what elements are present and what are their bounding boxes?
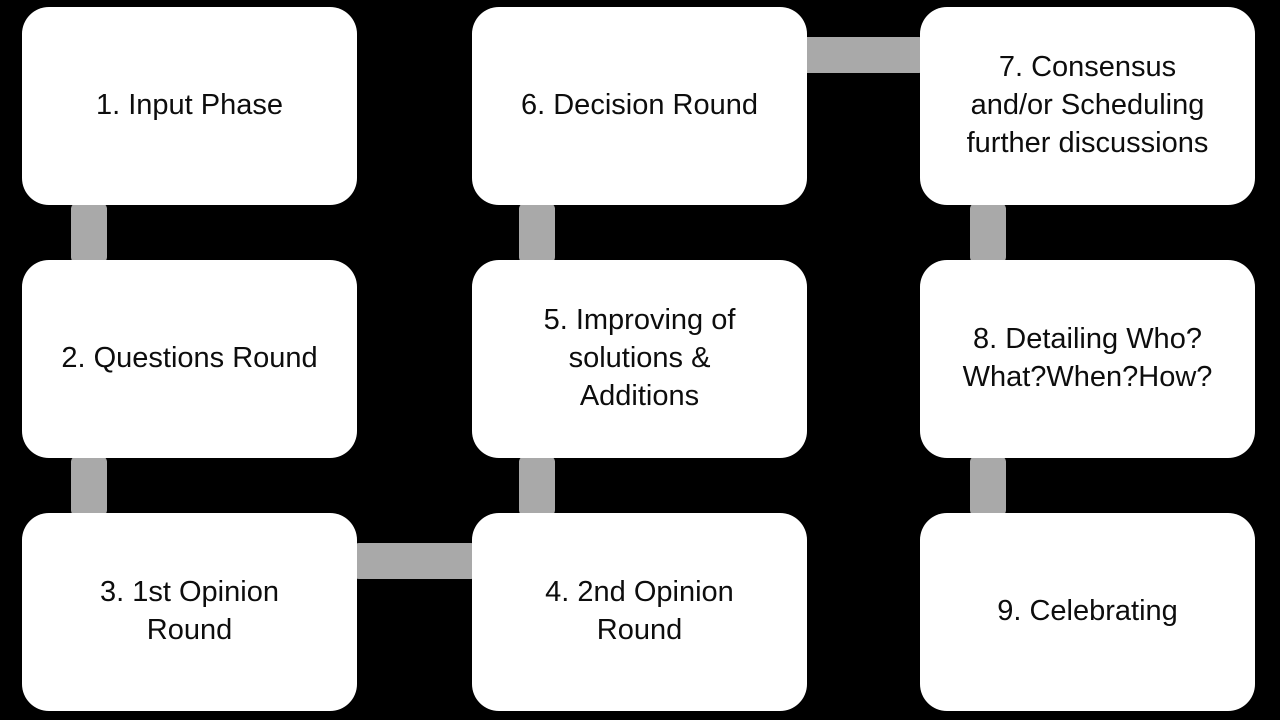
- process-step-9-celebrating: 9. Celebrating: [920, 513, 1255, 711]
- process-step-6-decision-round: 6. Decision Round: [472, 7, 807, 205]
- step-1-label: 1. Input Phase: [95, 89, 284, 122]
- step-3-label: 3. 1st Opinion Round: [100, 576, 279, 646]
- process-step-1-input-phase: 1. Input Phase: [22, 7, 357, 205]
- process-step-5-improving-solutions: 5. Improving of solutions & Additions: [472, 260, 807, 458]
- step-6-label: 6. Decision Round: [521, 89, 758, 122]
- step-9-label: 9. Celebrating: [997, 595, 1178, 628]
- process-step-7-consensus-scheduling: 7. Consensus and/or Scheduling further d…: [920, 7, 1255, 205]
- connector-5-6: [519, 203, 555, 263]
- connector-6-7: [801, 37, 925, 73]
- connector-7-8: [970, 203, 1006, 263]
- connector-2-3: [71, 456, 107, 516]
- connector-8-9: [970, 456, 1006, 516]
- process-step-3-1st-opinion-round: 3. 1st Opinion Round: [22, 513, 357, 711]
- connector-1-2: [71, 203, 107, 263]
- step-2-label: 2. Questions Round: [61, 342, 318, 375]
- step-4-label: 4. 2nd Opinion Round: [545, 576, 734, 646]
- connector-4-5: [519, 456, 555, 516]
- process-step-4-2nd-opinion-round: 4. 2nd Opinion Round: [472, 513, 807, 711]
- step-5-label: 5. Improving of solutions & Additions: [543, 304, 736, 412]
- connector-3-4: [353, 543, 477, 579]
- step-7-label: 7. Consensus and/or Scheduling further d…: [966, 51, 1209, 159]
- step-8-label: 8. Detailing Who? What?When?How?: [962, 323, 1213, 393]
- process-step-8-detailing: 8. Detailing Who? What?When?How?: [920, 260, 1255, 458]
- process-step-2-questions-round: 2. Questions Round: [22, 260, 357, 458]
